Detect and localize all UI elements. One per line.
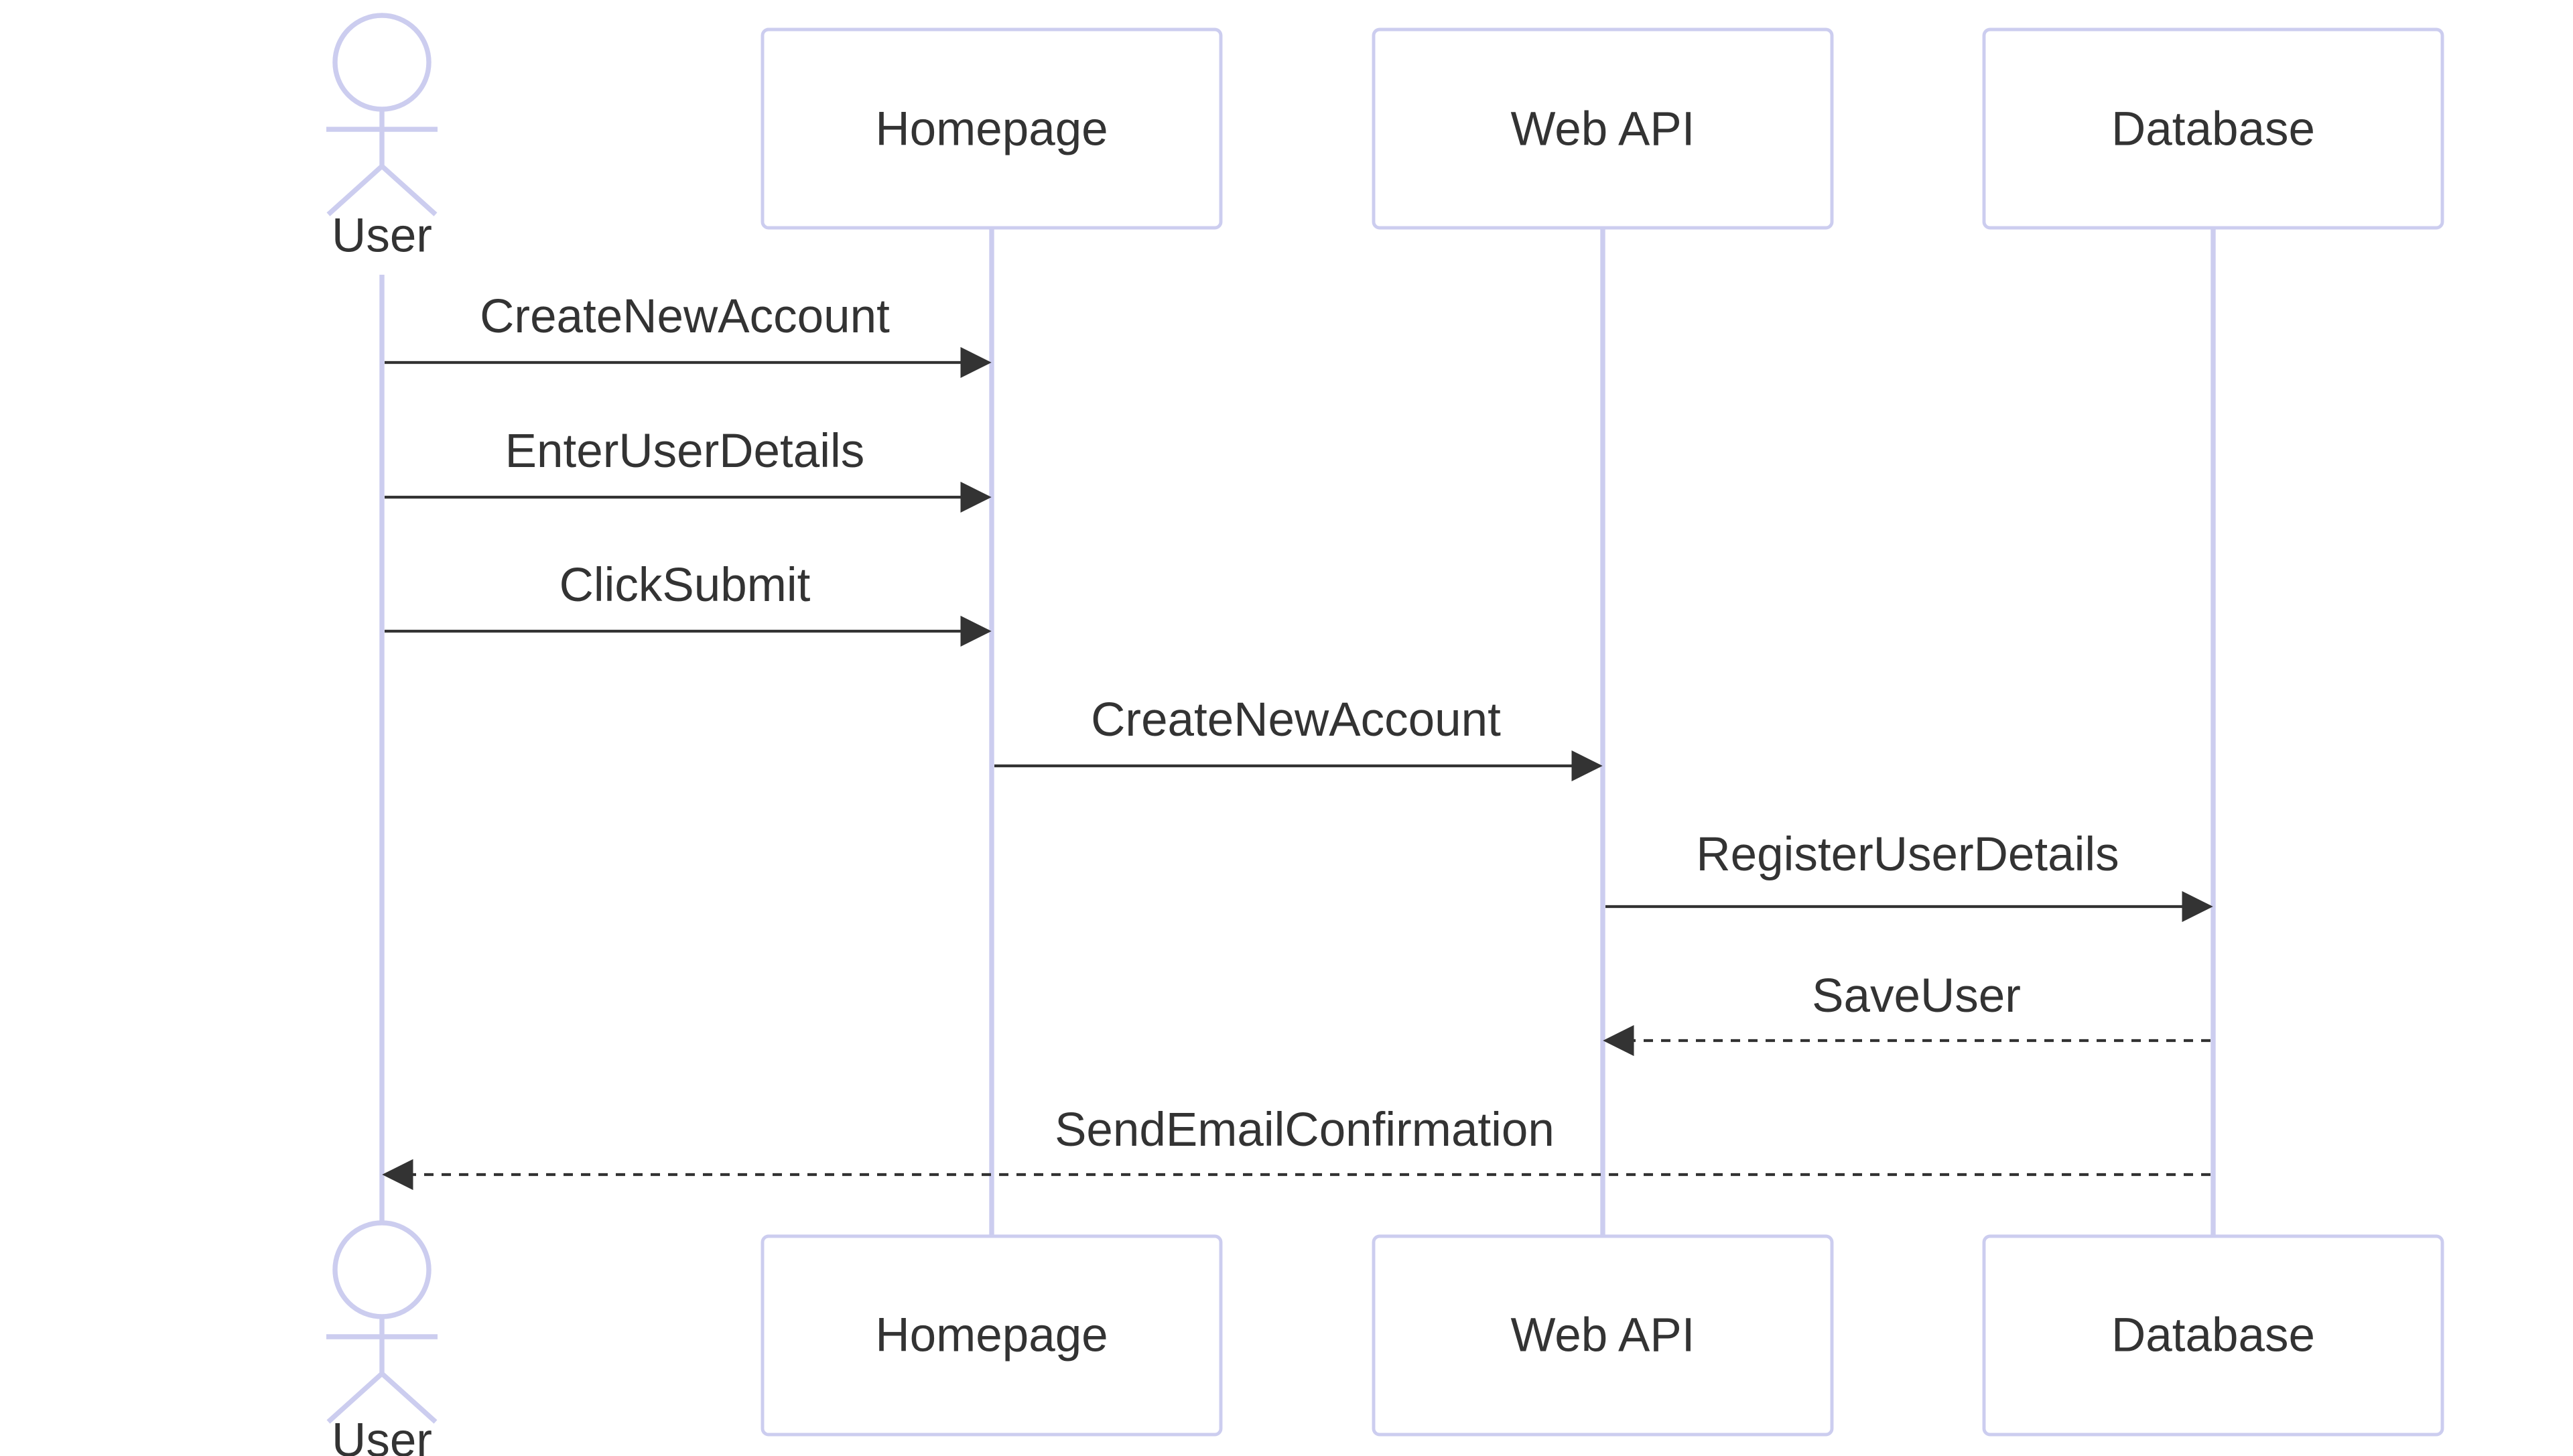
participant-label: Web API: [1511, 1309, 1695, 1362]
stick-figure-icon: [326, 1220, 438, 1424]
participant-webapi-bottom: Web API: [1372, 1234, 1834, 1437]
message-7: SendEmailConfirmation: [382, 1104, 2211, 1191]
participant-homepage-bottom: Homepage: [761, 1234, 1223, 1437]
message-5: RegisterUserDetails: [1605, 828, 2213, 923]
message-label: CreateNewAccount: [1091, 693, 1501, 746]
actor-user-top: User: [326, 13, 438, 263]
participant-label: Web API: [1511, 103, 1695, 156]
message-label: SaveUser: [1812, 970, 2021, 1022]
messages: CreateNewAccount EnterUserDetails ClickS…: [382, 290, 2213, 1191]
participant-label: Database: [2111, 103, 2315, 156]
message-3: ClickSubmit: [385, 559, 992, 647]
actor-label-bottom: User: [332, 1414, 432, 1456]
participant-database-top: Database: [1982, 27, 2444, 230]
participant-label: Homepage: [875, 1309, 1108, 1362]
participant-webapi-top: Web API: [1372, 27, 1834, 230]
participant-label: Database: [2111, 1309, 2315, 1362]
stick-figure-icon: [326, 13, 438, 216]
participant-homepage-top: Homepage: [761, 27, 1223, 230]
participant-database-bottom: Database: [1982, 1234, 2444, 1437]
message-label: EnterUserDetails: [505, 425, 865, 478]
message-label: CreateNewAccount: [480, 290, 890, 343]
message-label: ClickSubmit: [559, 559, 811, 612]
message-1: CreateNewAccount: [385, 290, 992, 379]
message-6: SaveUser: [1603, 970, 2211, 1057]
lifelines: [379, 228, 2216, 1260]
message-2: EnterUserDetails: [385, 425, 992, 513]
actor-user-bottom: User: [326, 1220, 438, 1456]
participant-label: Homepage: [875, 103, 1108, 156]
actor-label-top: User: [332, 210, 432, 263]
message-4: CreateNewAccount: [994, 693, 1603, 782]
message-label: SendEmailConfirmation: [1055, 1104, 1555, 1156]
message-label: RegisterUserDetails: [1696, 828, 2119, 881]
